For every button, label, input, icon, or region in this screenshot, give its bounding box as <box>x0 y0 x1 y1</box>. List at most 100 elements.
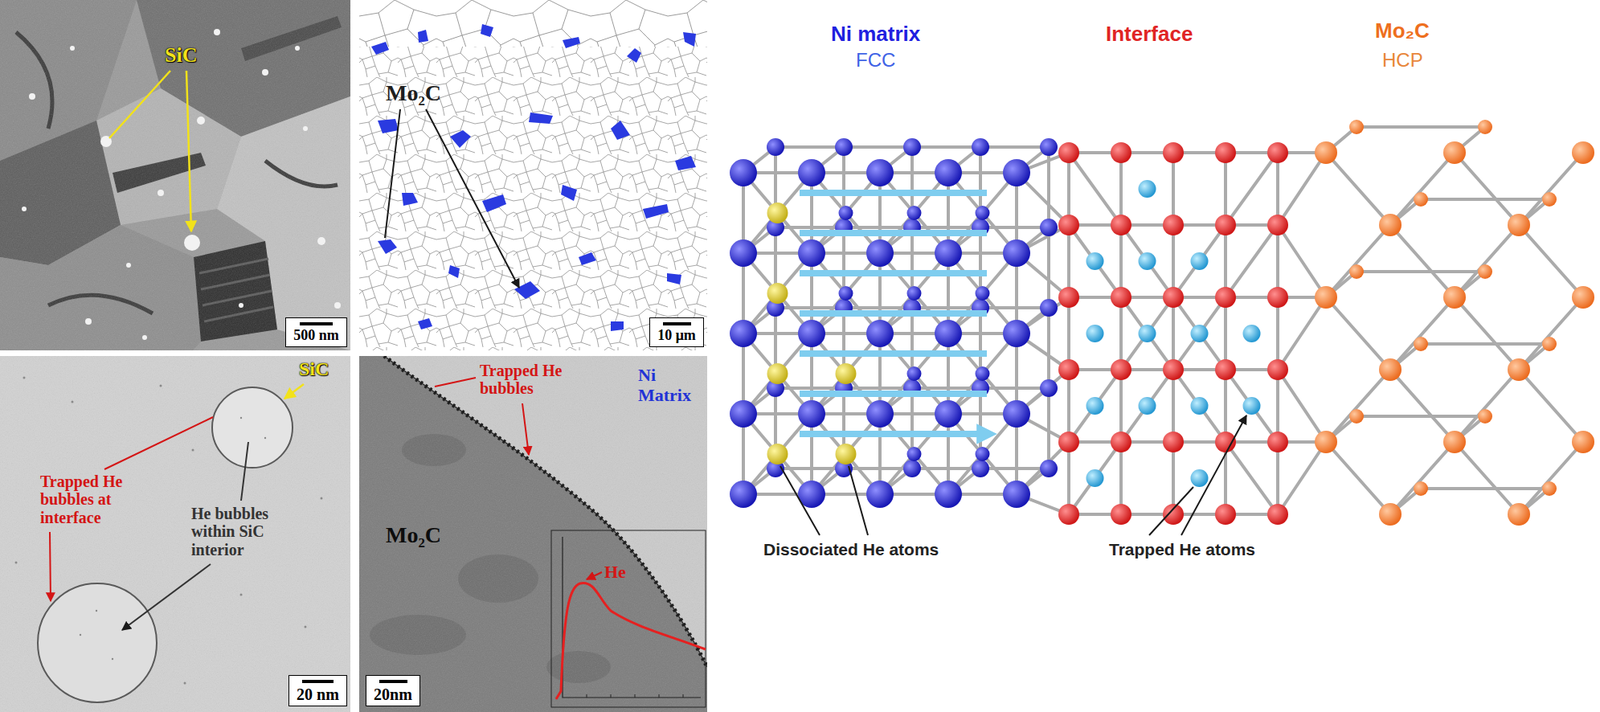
tem-micrograph-part <box>21 28 341 340</box>
interface-atoms-part <box>1267 214 1289 236</box>
ni-atoms-part <box>1039 218 1058 237</box>
ni-atoms-part <box>1002 239 1031 267</box>
ni-atoms-part <box>1039 298 1058 317</box>
annotation: He bubbles within SiC interior <box>191 504 290 559</box>
leader-lines <box>780 415 1247 536</box>
scale-bar-box: 10 μm <box>649 317 704 348</box>
phase-label: Mo₂C <box>385 80 442 106</box>
ni-atoms-part <box>1039 379 1058 397</box>
ni-atoms-part <box>1039 138 1058 156</box>
interface-atoms-part <box>1215 503 1236 525</box>
mo2c-atoms-part <box>1314 286 1338 309</box>
ebsd-map-part <box>359 0 708 47</box>
ebsd-map-part-part <box>450 130 471 148</box>
mo2c-atoms-part <box>1571 286 1595 309</box>
ni-atoms-part <box>975 446 991 462</box>
mo2c-atoms-part <box>1413 336 1429 352</box>
ebsd-map-part-part <box>610 321 624 332</box>
region-title: Interface <box>1105 22 1193 46</box>
callout-label: Dissociated He atoms <box>763 540 939 560</box>
ni-atoms-part <box>907 366 922 381</box>
ni-atoms-part <box>1002 319 1031 348</box>
structure-label: HCP <box>1382 49 1424 72</box>
ni-atoms-part <box>866 480 894 508</box>
region-title: Ni matrix <box>830 22 921 46</box>
tem-micrograph <box>359 356 708 712</box>
tem-micrograph-part <box>384 356 708 668</box>
interface-atoms-part <box>1110 142 1132 164</box>
interface-atoms-part <box>1267 359 1289 381</box>
lattice-bonds-part <box>743 172 1017 495</box>
ni-atoms-part <box>866 159 894 187</box>
mo2c-atoms-part <box>1571 430 1595 454</box>
tem-micrograph-part-part <box>184 682 187 685</box>
interface-atoms-part <box>1162 214 1184 236</box>
mo2c-atoms-part <box>1379 503 1402 526</box>
ebsd-map-part <box>359 0 708 351</box>
tem-micrograph-part <box>562 536 701 698</box>
mo2c-atoms-part <box>1349 409 1364 424</box>
interface-atoms-part <box>1110 503 1132 525</box>
phase-label: Ni Matrix <box>638 365 703 406</box>
tem-micrograph-part-part <box>240 593 243 597</box>
ebsd-map-part-part <box>371 41 389 55</box>
dissociated-he-atoms-part <box>767 282 789 304</box>
tem-micrograph-part-part <box>240 417 242 419</box>
mo2c-atoms <box>1314 119 1595 526</box>
tem-micrograph-part <box>0 0 351 351</box>
ebsd-map-part-part <box>528 112 553 124</box>
interface-atoms-part <box>1110 214 1132 236</box>
mo2c-atoms-part <box>1413 192 1429 207</box>
interface-atoms-part <box>1162 431 1184 453</box>
tem-micrograph-part <box>284 384 304 399</box>
mo2c-atoms-part <box>1443 430 1466 454</box>
ebsd-map-part-part <box>610 120 631 140</box>
scale-text: 500 nm <box>292 327 340 344</box>
mo2c-atoms-part <box>1314 141 1338 164</box>
scale-text: 10 μm <box>656 327 697 344</box>
tem-micrograph-part-part <box>21 206 27 212</box>
ni-atoms-part <box>934 480 962 508</box>
scale-bar-box: 20 nm <box>288 675 348 707</box>
trapped-he-atoms-part <box>1190 396 1209 415</box>
interface-atoms-part <box>1162 286 1184 308</box>
tem-micrograph-part-part <box>302 126 308 131</box>
ebsd-map-part-part <box>578 252 597 266</box>
ni-atoms-part <box>797 319 826 348</box>
ebsd-map-part-part <box>560 184 577 201</box>
tem-micrograph-part <box>37 583 157 703</box>
tem-micrograph-part-part <box>111 658 114 660</box>
dissociated-he-atoms-part <box>835 443 857 465</box>
lattice-bonds-part <box>1325 152 1584 515</box>
dissociated-he-atoms-part <box>767 443 789 465</box>
ni-atoms-part <box>903 138 921 156</box>
lattice-bonds-part <box>743 147 1049 495</box>
ni-atoms-part <box>729 159 758 187</box>
ni-atoms-part <box>838 286 854 301</box>
trapped-he-atoms-part <box>1138 180 1157 198</box>
ni-atoms-part <box>1039 459 1058 478</box>
trapped-he-atoms-part <box>1190 469 1209 487</box>
tem-micrograph-part-part <box>261 69 269 76</box>
scale-bar <box>662 322 692 326</box>
tem-micrograph-part-part <box>192 449 195 452</box>
tem-micrograph-part <box>0 356 351 712</box>
ni-atoms-part <box>834 138 853 156</box>
particle-label: SiC <box>298 358 329 381</box>
callout-label: Trapped He atoms <box>1108 540 1256 560</box>
tem-micrograph-part <box>0 356 351 712</box>
ni-atoms-part <box>729 239 758 267</box>
tem-micrograph-part-part <box>71 401 74 404</box>
trapped-he-atoms-part <box>1086 396 1105 415</box>
dissociated-he-atoms <box>767 202 857 465</box>
annotation: Trapped He bubbles <box>479 361 585 398</box>
ni-atoms-part <box>907 286 922 301</box>
interface-atoms-part <box>1215 214 1236 236</box>
tem-micrograph-part <box>109 70 192 232</box>
tem-micrograph-part-part <box>95 609 98 612</box>
ebsd-map-part-part <box>448 265 460 279</box>
tem-micrograph-part-part <box>85 318 92 325</box>
interface-atoms-part <box>1162 503 1184 525</box>
tem-micrograph-part-part <box>157 189 164 197</box>
trapped-he-atoms-part <box>1086 324 1105 343</box>
